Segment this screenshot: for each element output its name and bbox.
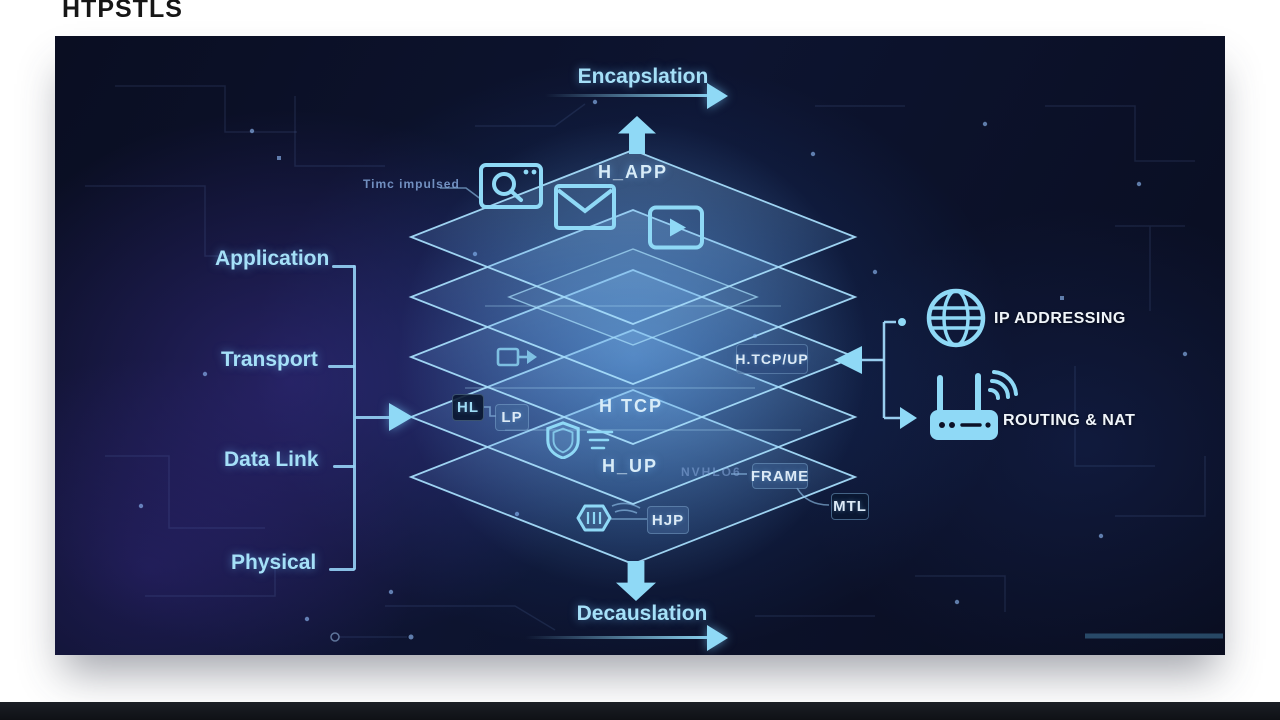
forward-icon (496, 347, 537, 367)
label-physical: Physical (231, 551, 317, 574)
globe-icon (926, 288, 986, 348)
email-icon (554, 184, 616, 230)
label-datalink: Data Link (224, 448, 319, 471)
h-tcp-header: H TCP (599, 396, 663, 416)
h-up-header: H_UP (601, 456, 658, 476)
browser-search-icon (479, 163, 543, 209)
connector-transport (328, 365, 355, 368)
ip-addressing-label: IP ADDRESSING (994, 310, 1126, 327)
decapsulation-arrow-line (525, 636, 708, 639)
speed-lines (586, 430, 614, 450)
arrow-right-icon (900, 407, 917, 429)
right-bracket (862, 320, 900, 420)
arrow-up-icon (618, 116, 656, 154)
decapsulation-arrowhead-icon (707, 625, 728, 651)
router-icon (930, 370, 1018, 440)
arrow-left-icon (834, 346, 862, 374)
encapsulation-arrow-line (545, 94, 708, 97)
tcp-udp-badge: H.TCP/UP (735, 344, 808, 374)
label-application: Application (215, 247, 330, 270)
diagram-panel: Encapslation Application Transport Data … (55, 36, 1225, 655)
lp-badge: LP (495, 404, 529, 431)
connector-datalink (333, 465, 355, 468)
arrow-down-icon (616, 561, 656, 601)
routing-nat-label: ROUTING & NAT (1003, 412, 1136, 429)
bracket-vertical-line (353, 265, 356, 570)
inner-diamond (507, 248, 759, 346)
h-app-header: H_APP (597, 162, 669, 182)
encapsulation-label: Encapslation (577, 65, 709, 88)
nut-icon (576, 504, 612, 532)
bracket-dot (898, 318, 906, 326)
app-note-text: Timc impulsed (363, 177, 460, 191)
frame-note-text: NVHLO6 (681, 465, 742, 479)
label-transport: Transport (221, 348, 318, 371)
encapsulation-arrowhead-icon (707, 83, 728, 109)
bottom-strip (0, 702, 1280, 720)
hjp-badge: HJP (647, 506, 689, 534)
wifi-waves-icon (988, 370, 1018, 400)
page-title: HTPSTLS (62, 0, 183, 23)
frame-badge: FRAME (751, 463, 808, 489)
connector-application (332, 265, 355, 268)
mtl-badge: MTL (831, 493, 869, 520)
bracket-arrowhead-icon (389, 403, 413, 431)
circuit-node (330, 632, 340, 642)
connector-physical (329, 568, 355, 571)
video-play-icon (648, 205, 704, 250)
bracket-arrow-line (355, 416, 391, 419)
hl-badge: HL (452, 394, 484, 421)
decapsulation-label: Decauslation (576, 602, 708, 625)
shield-icon (546, 421, 580, 459)
